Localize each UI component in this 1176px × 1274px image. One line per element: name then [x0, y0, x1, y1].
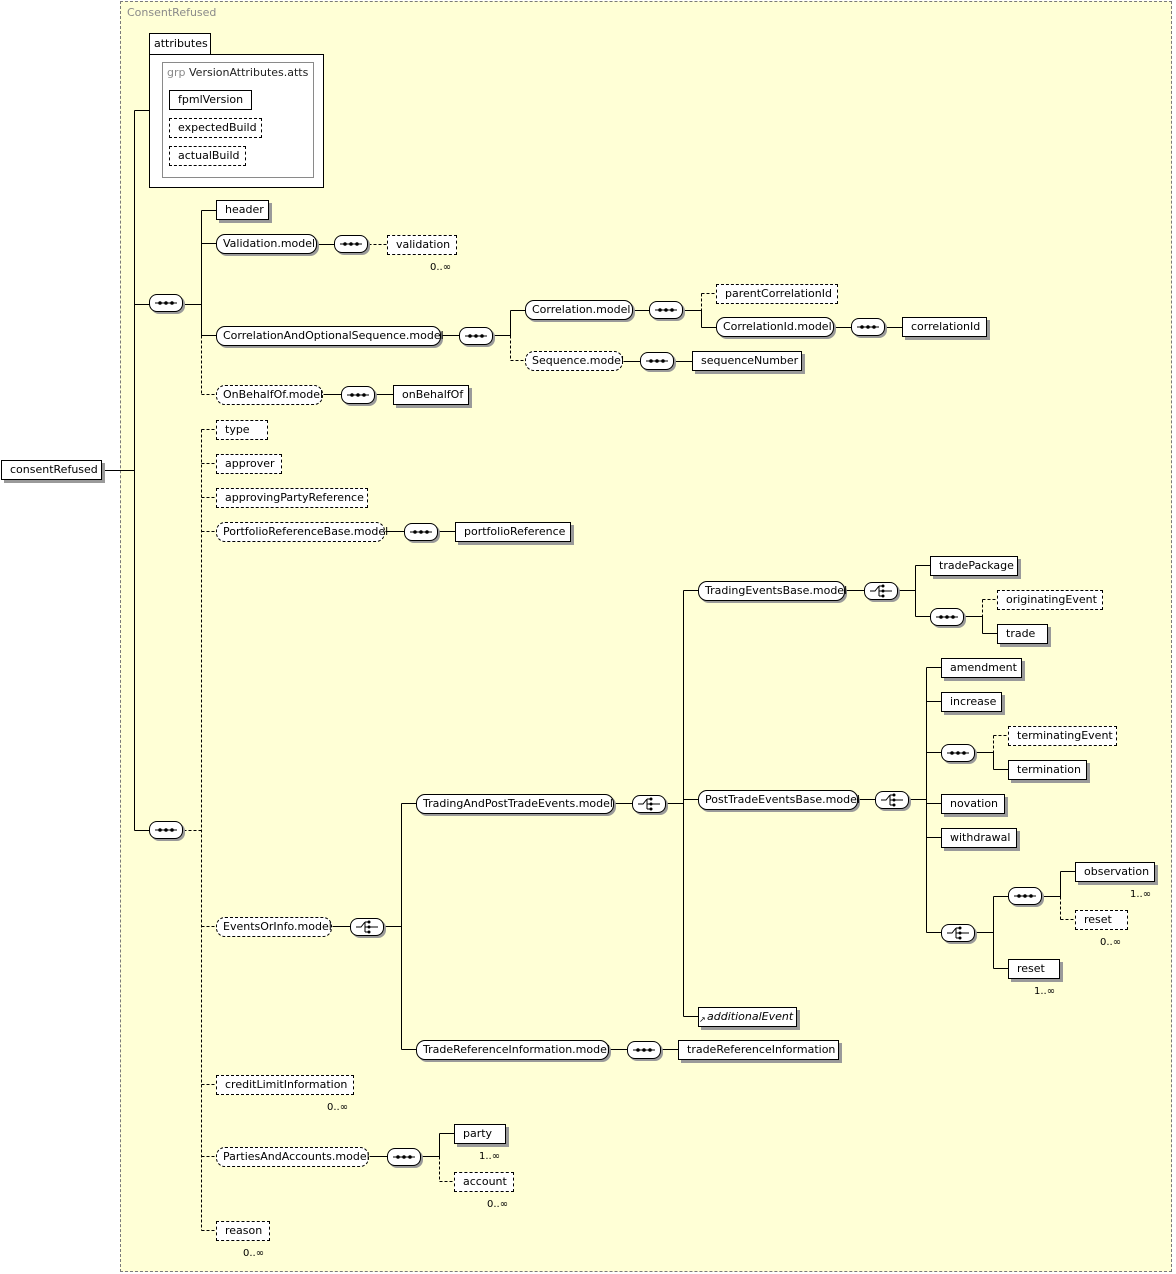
group-correlation-and-optional-sequence-model[interactable]: CorrelationAndOptionalSequence.model — [216, 326, 444, 346]
cardinality-reset-optional: 0..∞ — [1100, 937, 1122, 948]
element-originatingevent[interactable]: originatingEvent — [997, 590, 1103, 610]
attr-actualbuild[interactable]: actualBuild — [169, 146, 246, 166]
element-novation[interactable]: novation — [941, 794, 1005, 814]
sequence-compositor-icon[interactable] — [404, 523, 438, 541]
group-tradereferenceinformation-model[interactable]: TradeReferenceInformation.model — [416, 1040, 610, 1060]
complex-type-frame — [120, 1, 1172, 1272]
cardinality-validation: 0..∞ — [430, 262, 452, 273]
element-additionalevent[interactable]: additionalEvent — [698, 1007, 797, 1029]
group-correlation-model[interactable]: Correlation.model — [525, 300, 633, 320]
element-amendment[interactable]: amendment — [941, 658, 1022, 678]
cardinality-reset: 1..∞ — [1034, 986, 1056, 997]
element-validation[interactable]: validation — [387, 235, 459, 257]
sequence-compositor-icon[interactable] — [149, 294, 183, 312]
attributes-tab: attributes — [149, 33, 211, 55]
group-eventsorinfo-model[interactable]: EventsOrInfo.model — [216, 917, 332, 937]
group-onbehalfof-model[interactable]: OnBehalfOf.model — [216, 385, 323, 405]
element-type[interactable]: type — [216, 420, 268, 440]
element-onbehalfof[interactable]: onBehalfOf — [393, 385, 469, 405]
group-tradingandposttradeevents-model[interactable]: TradingAndPostTradeEvents.model — [416, 794, 614, 814]
group-tradingeventsbase-model[interactable]: TradingEventsBase.model — [698, 581, 847, 601]
element-withdrawal[interactable]: withdrawal — [941, 828, 1017, 848]
element-creditlimitinformation[interactable]: creditLimitInformation — [216, 1075, 356, 1097]
attribute-group-title: grp VersionAttributes.atts — [167, 66, 308, 79]
choice-compositor-icon[interactable] — [350, 918, 384, 936]
element-reason[interactable]: reason — [216, 1221, 272, 1243]
choice-compositor-icon[interactable] — [632, 795, 666, 813]
choice-compositor-icon[interactable] — [864, 582, 898, 600]
element-approver[interactable]: approver — [216, 454, 282, 474]
cardinality-creditlimitinformation: 0..∞ — [327, 1102, 349, 1113]
group-validation-model[interactable]: Validation.model — [216, 234, 317, 254]
attribute-group-box — [162, 62, 314, 178]
sequence-compositor-icon[interactable] — [930, 608, 964, 626]
cardinality-observation: 1..∞ — [1130, 889, 1152, 900]
element-consentrefused[interactable]: consentRefused — [1, 460, 102, 480]
element-observation[interactable]: observation — [1075, 862, 1157, 884]
group-correlationid-model[interactable]: CorrelationId.model — [716, 317, 834, 337]
sequence-compositor-icon[interactable] — [341, 386, 375, 404]
element-parentcorrelationid[interactable]: parentCorrelationId — [716, 284, 838, 304]
group-portfolioreferencebase-model[interactable]: PortfolioReferenceBase.model — [216, 522, 388, 542]
attr-expectedbuild[interactable]: expectedBuild — [169, 118, 262, 138]
element-header[interactable]: header — [216, 200, 269, 220]
sequence-compositor-icon[interactable] — [640, 352, 674, 370]
element-terminatingevent[interactable]: terminatingEvent — [1008, 726, 1117, 746]
sequence-compositor-icon[interactable] — [649, 301, 683, 319]
sequence-compositor-icon[interactable] — [459, 327, 493, 345]
element-tradepackage[interactable]: tradePackage — [930, 556, 1018, 576]
sequence-compositor-icon[interactable] — [1008, 887, 1042, 905]
cardinality-reason: 0..∞ — [243, 1248, 265, 1259]
sequence-compositor-icon[interactable] — [334, 235, 368, 253]
element-party[interactable]: party — [454, 1124, 508, 1146]
cardinality-party: 1..∞ — [479, 1151, 501, 1162]
element-reset[interactable]: reset — [1008, 959, 1062, 981]
element-sequencenumber[interactable]: sequenceNumber — [692, 351, 802, 371]
element-trade[interactable]: trade — [997, 624, 1048, 644]
element-approvingpartyreference[interactable]: approvingPartyReference — [216, 488, 368, 508]
group-partiesandaccounts-model[interactable]: PartiesAndAccounts.model — [216, 1147, 370, 1167]
sequence-compositor-icon[interactable] — [387, 1148, 421, 1166]
element-account[interactable]: account — [454, 1172, 516, 1194]
element-correlationid[interactable]: correlationId — [902, 317, 987, 337]
group-keyword: grp — [167, 66, 186, 79]
cardinality-account: 0..∞ — [487, 1199, 509, 1210]
attribute-group-name: VersionAttributes.atts — [189, 66, 309, 79]
element-reset-optional[interactable]: reset — [1075, 910, 1130, 932]
group-posttradeeventsbase-model[interactable]: PostTradeEventsBase.model — [698, 790, 860, 810]
attr-fpmlversion[interactable]: fpmlVersion — [169, 90, 252, 110]
element-portfolioreference[interactable]: portfolioReference — [455, 522, 571, 542]
choice-compositor-icon[interactable] — [941, 924, 975, 942]
sequence-compositor-icon[interactable] — [851, 318, 885, 336]
sequence-compositor-icon[interactable] — [149, 821, 183, 839]
complex-type-title: ConsentRefused — [127, 6, 217, 19]
element-termination[interactable]: termination — [1008, 760, 1087, 780]
choice-compositor-icon[interactable] — [875, 791, 909, 809]
element-increase[interactable]: increase — [941, 692, 1002, 712]
sequence-compositor-icon[interactable] — [627, 1041, 661, 1059]
element-tradereferenceinformation[interactable]: tradeReferenceInformation — [678, 1040, 839, 1060]
group-sequence-model[interactable]: Sequence.model — [525, 351, 624, 371]
sequence-compositor-icon[interactable] — [941, 744, 975, 762]
